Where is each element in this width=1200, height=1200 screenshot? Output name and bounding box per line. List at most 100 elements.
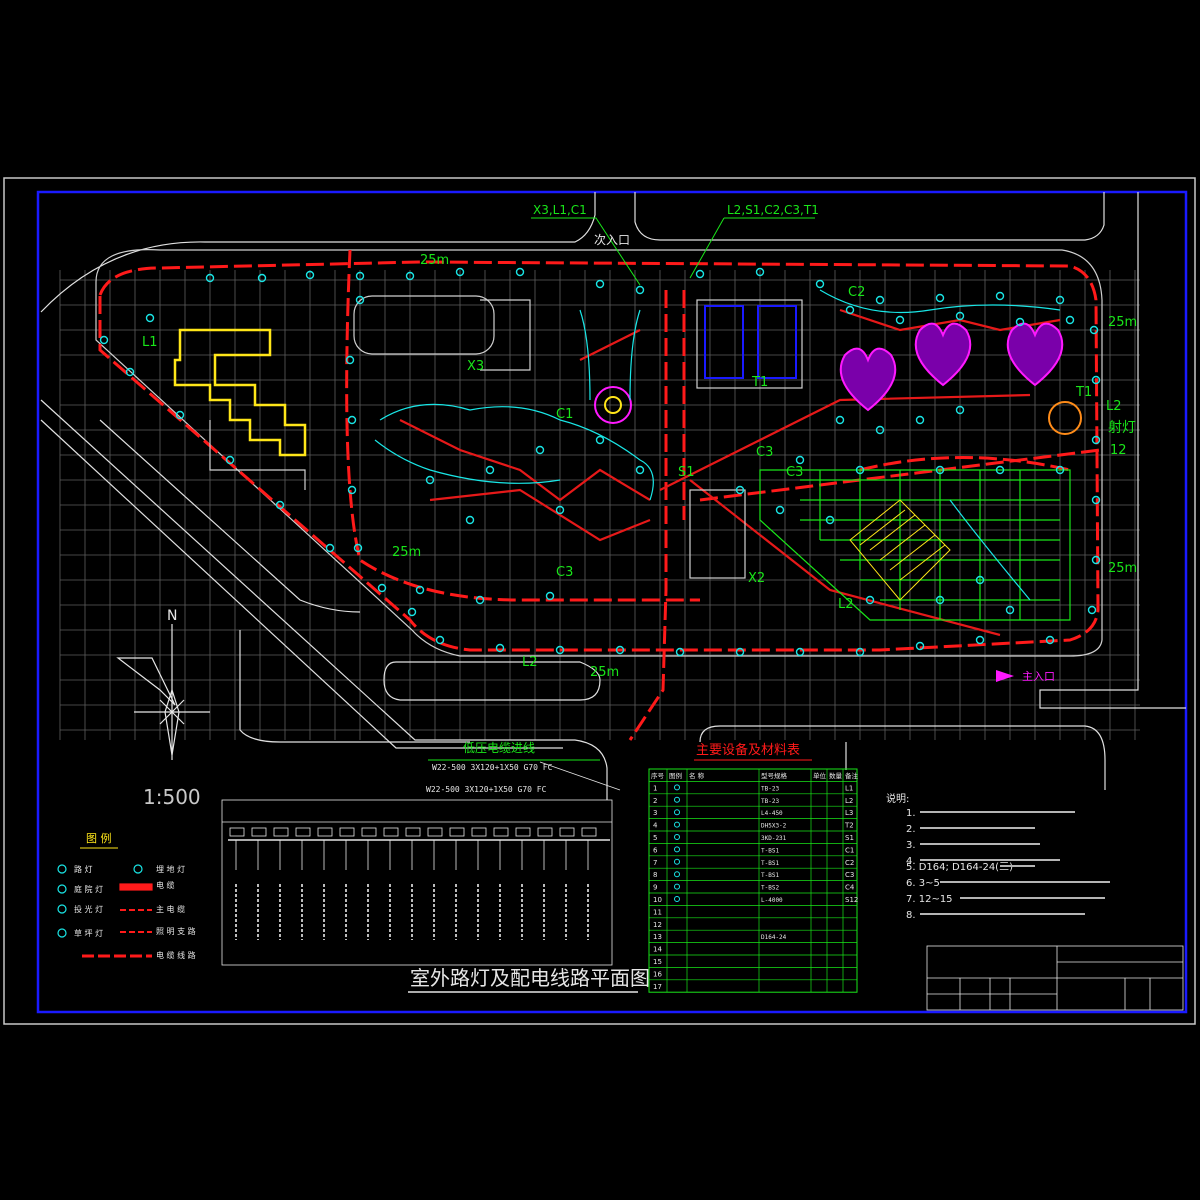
secondary-entrance-label: 次入口 <box>594 233 630 247</box>
drawing-title: 室外路灯及配电线路平面图 <box>410 966 650 990</box>
callout-left: X3,L1,C1 <box>533 203 587 217</box>
lamp-icon <box>1091 495 1101 505</box>
table-cell-no: 17 <box>653 983 662 991</box>
lamp-icon <box>1055 465 1065 475</box>
table-header-cell: 名 称 <box>689 771 705 780</box>
lamp-icon <box>755 267 765 277</box>
north-arrow-icon <box>116 624 210 760</box>
lamp-icon <box>835 415 845 425</box>
circuit-label-T1a: T1 <box>751 375 768 390</box>
table-cell-model: 3KD-231 <box>761 835 787 842</box>
table-header-cell: 单位 <box>813 771 827 780</box>
table-cell-no: 7 <box>653 859 657 867</box>
legend-item: 路 灯 <box>74 864 93 874</box>
distribution-panel-schematic <box>221 799 613 966</box>
circuit-label-T1b: T1 <box>1075 385 1092 400</box>
lamp-icon <box>1091 435 1101 445</box>
table-cell-model: T-BS1 <box>761 872 779 879</box>
table-header-cell: 序号 <box>651 771 665 780</box>
circuit-labels: L1 C1 C2 C3 C3 C3 S1 T1 T1 L2 L2 L2 X2 X… <box>142 253 1137 680</box>
drawing-frame <box>36 190 1188 1014</box>
title-block <box>926 945 1184 1011</box>
table-cell-no: 2 <box>653 797 657 805</box>
lamp-icon <box>615 645 625 655</box>
cable-leader <box>539 761 621 791</box>
table-cell-no: 15 <box>653 958 662 966</box>
panel-breaker <box>339 827 355 837</box>
paved-plaza <box>849 499 951 601</box>
lamp-icon <box>175 410 185 420</box>
table-cell-no: 11 <box>653 908 662 916</box>
circuit-label-S1: S1 <box>678 465 695 480</box>
hearts <box>839 322 1064 412</box>
table-cell-remark: C2 <box>845 859 854 867</box>
table-header-cell: 备注 <box>845 771 859 780</box>
plaza-lawn <box>759 469 1071 621</box>
lamp-icon <box>795 647 805 657</box>
lamp-icon <box>425 475 435 485</box>
lamp-icon <box>145 313 155 323</box>
lamp-icon <box>635 465 645 475</box>
panel-breaker <box>383 827 399 837</box>
table-cell-model: TB-23 <box>761 798 779 805</box>
table-cell-remark: C1 <box>845 846 854 854</box>
circuit-label-L2b: L2 <box>838 597 854 612</box>
circuit-label-L2a: L2 <box>522 655 538 670</box>
lamp-icon <box>915 415 925 425</box>
circuit-label-L1: L1 <box>142 335 158 350</box>
table-header-cell: 型号规格 <box>761 771 788 780</box>
legend-item: 电 缆 线 路 <box>156 950 196 960</box>
table-symbol-icon <box>674 883 680 890</box>
lamp-icon <box>1015 317 1025 327</box>
lamp-icon <box>855 647 865 657</box>
lamp-icon <box>675 647 685 657</box>
table-cell-no: 13 <box>653 933 662 941</box>
lamp-icon <box>345 355 355 365</box>
table-cell-no: 6 <box>653 846 658 854</box>
lamp-icon <box>465 515 475 525</box>
sheet-border <box>3 177 1196 1025</box>
circular-plaza <box>594 386 1082 435</box>
lamp-icon <box>555 505 565 515</box>
lamp-icon <box>545 591 555 601</box>
lamp-icon <box>915 641 925 651</box>
lamp-icon <box>415 585 425 595</box>
cyan-paths <box>374 289 1061 601</box>
panel-breaker <box>537 827 553 837</box>
table-cell-remark: C4 <box>845 884 855 892</box>
table-cell-remark: L1 <box>845 784 853 792</box>
lamp-icon <box>515 267 525 277</box>
lamp-icon <box>405 271 415 281</box>
street-lamps <box>99 267 1101 657</box>
site-features <box>209 295 803 579</box>
callout-right: L2,S1,C2,C3,T1 <box>727 203 819 217</box>
table-cell-no: 3 <box>653 809 657 817</box>
table-cell-no: 14 <box>653 946 662 954</box>
lamp-icon <box>775 505 785 515</box>
table-header-cell: 图例 <box>669 771 682 780</box>
table-symbol-icon <box>674 846 680 853</box>
lamp-icon <box>455 267 465 277</box>
table-cell-remark: S1 <box>845 834 854 842</box>
table-symbol-icon <box>674 821 680 828</box>
lamp-icon <box>347 485 357 495</box>
lamp-icon <box>865 595 875 605</box>
lamp-icon <box>257 273 267 283</box>
note-line: 4. <box>906 856 916 867</box>
site-roads <box>40 192 1186 800</box>
lamp-icon <box>795 455 805 465</box>
legend-item: 埋 地 灯 <box>156 864 185 874</box>
cable-spec: W22-500 3X120+1X50 G70 FC <box>432 763 553 772</box>
cable-heading: 低压电缆进线 <box>463 741 535 755</box>
notes-lines: 1. 2. 3. 4. 5. D164; D164-24(三) 6. 3~5 7… <box>906 808 1013 921</box>
table-cell-no: 12 <box>653 921 662 929</box>
scale-label: 1:500 <box>143 785 201 809</box>
equipment-table-heading: 主要设备及材料表 <box>696 742 800 758</box>
lamp-icon <box>815 279 825 289</box>
panel-breaker <box>471 827 487 837</box>
lamp-icon <box>225 455 235 465</box>
lamp-icon <box>325 543 335 553</box>
lamp-icon <box>935 465 945 475</box>
panel-breaker <box>449 827 465 837</box>
